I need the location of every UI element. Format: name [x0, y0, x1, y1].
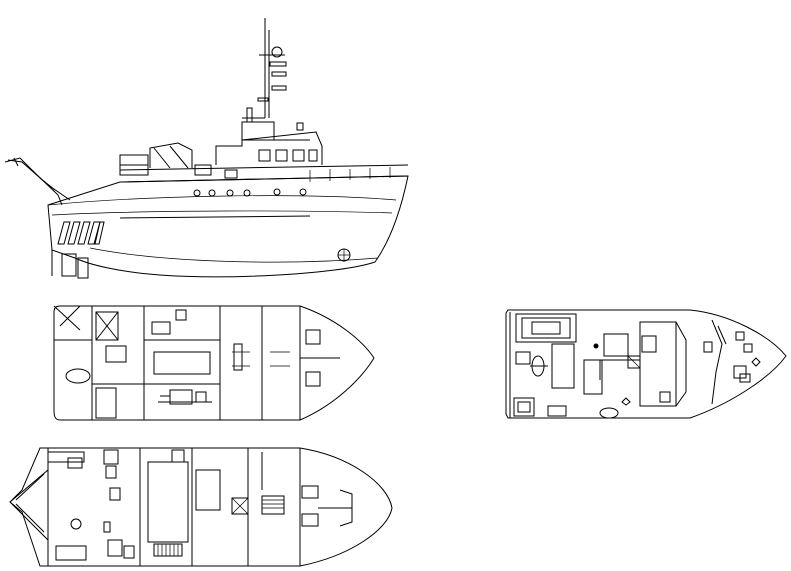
lower-deck-plan — [9, 447, 393, 567]
stairs — [153, 495, 285, 557]
aft-gantry — [119, 142, 238, 179]
wheelhouse — [215, 107, 323, 165]
upper-deck-plan — [505, 309, 787, 419]
stern-a-frame — [4, 157, 71, 206]
main-deck-plan — [53, 305, 375, 421]
mast — [242, 18, 287, 119]
side-elevation-view — [4, 18, 409, 279]
hull — [47, 175, 409, 279]
